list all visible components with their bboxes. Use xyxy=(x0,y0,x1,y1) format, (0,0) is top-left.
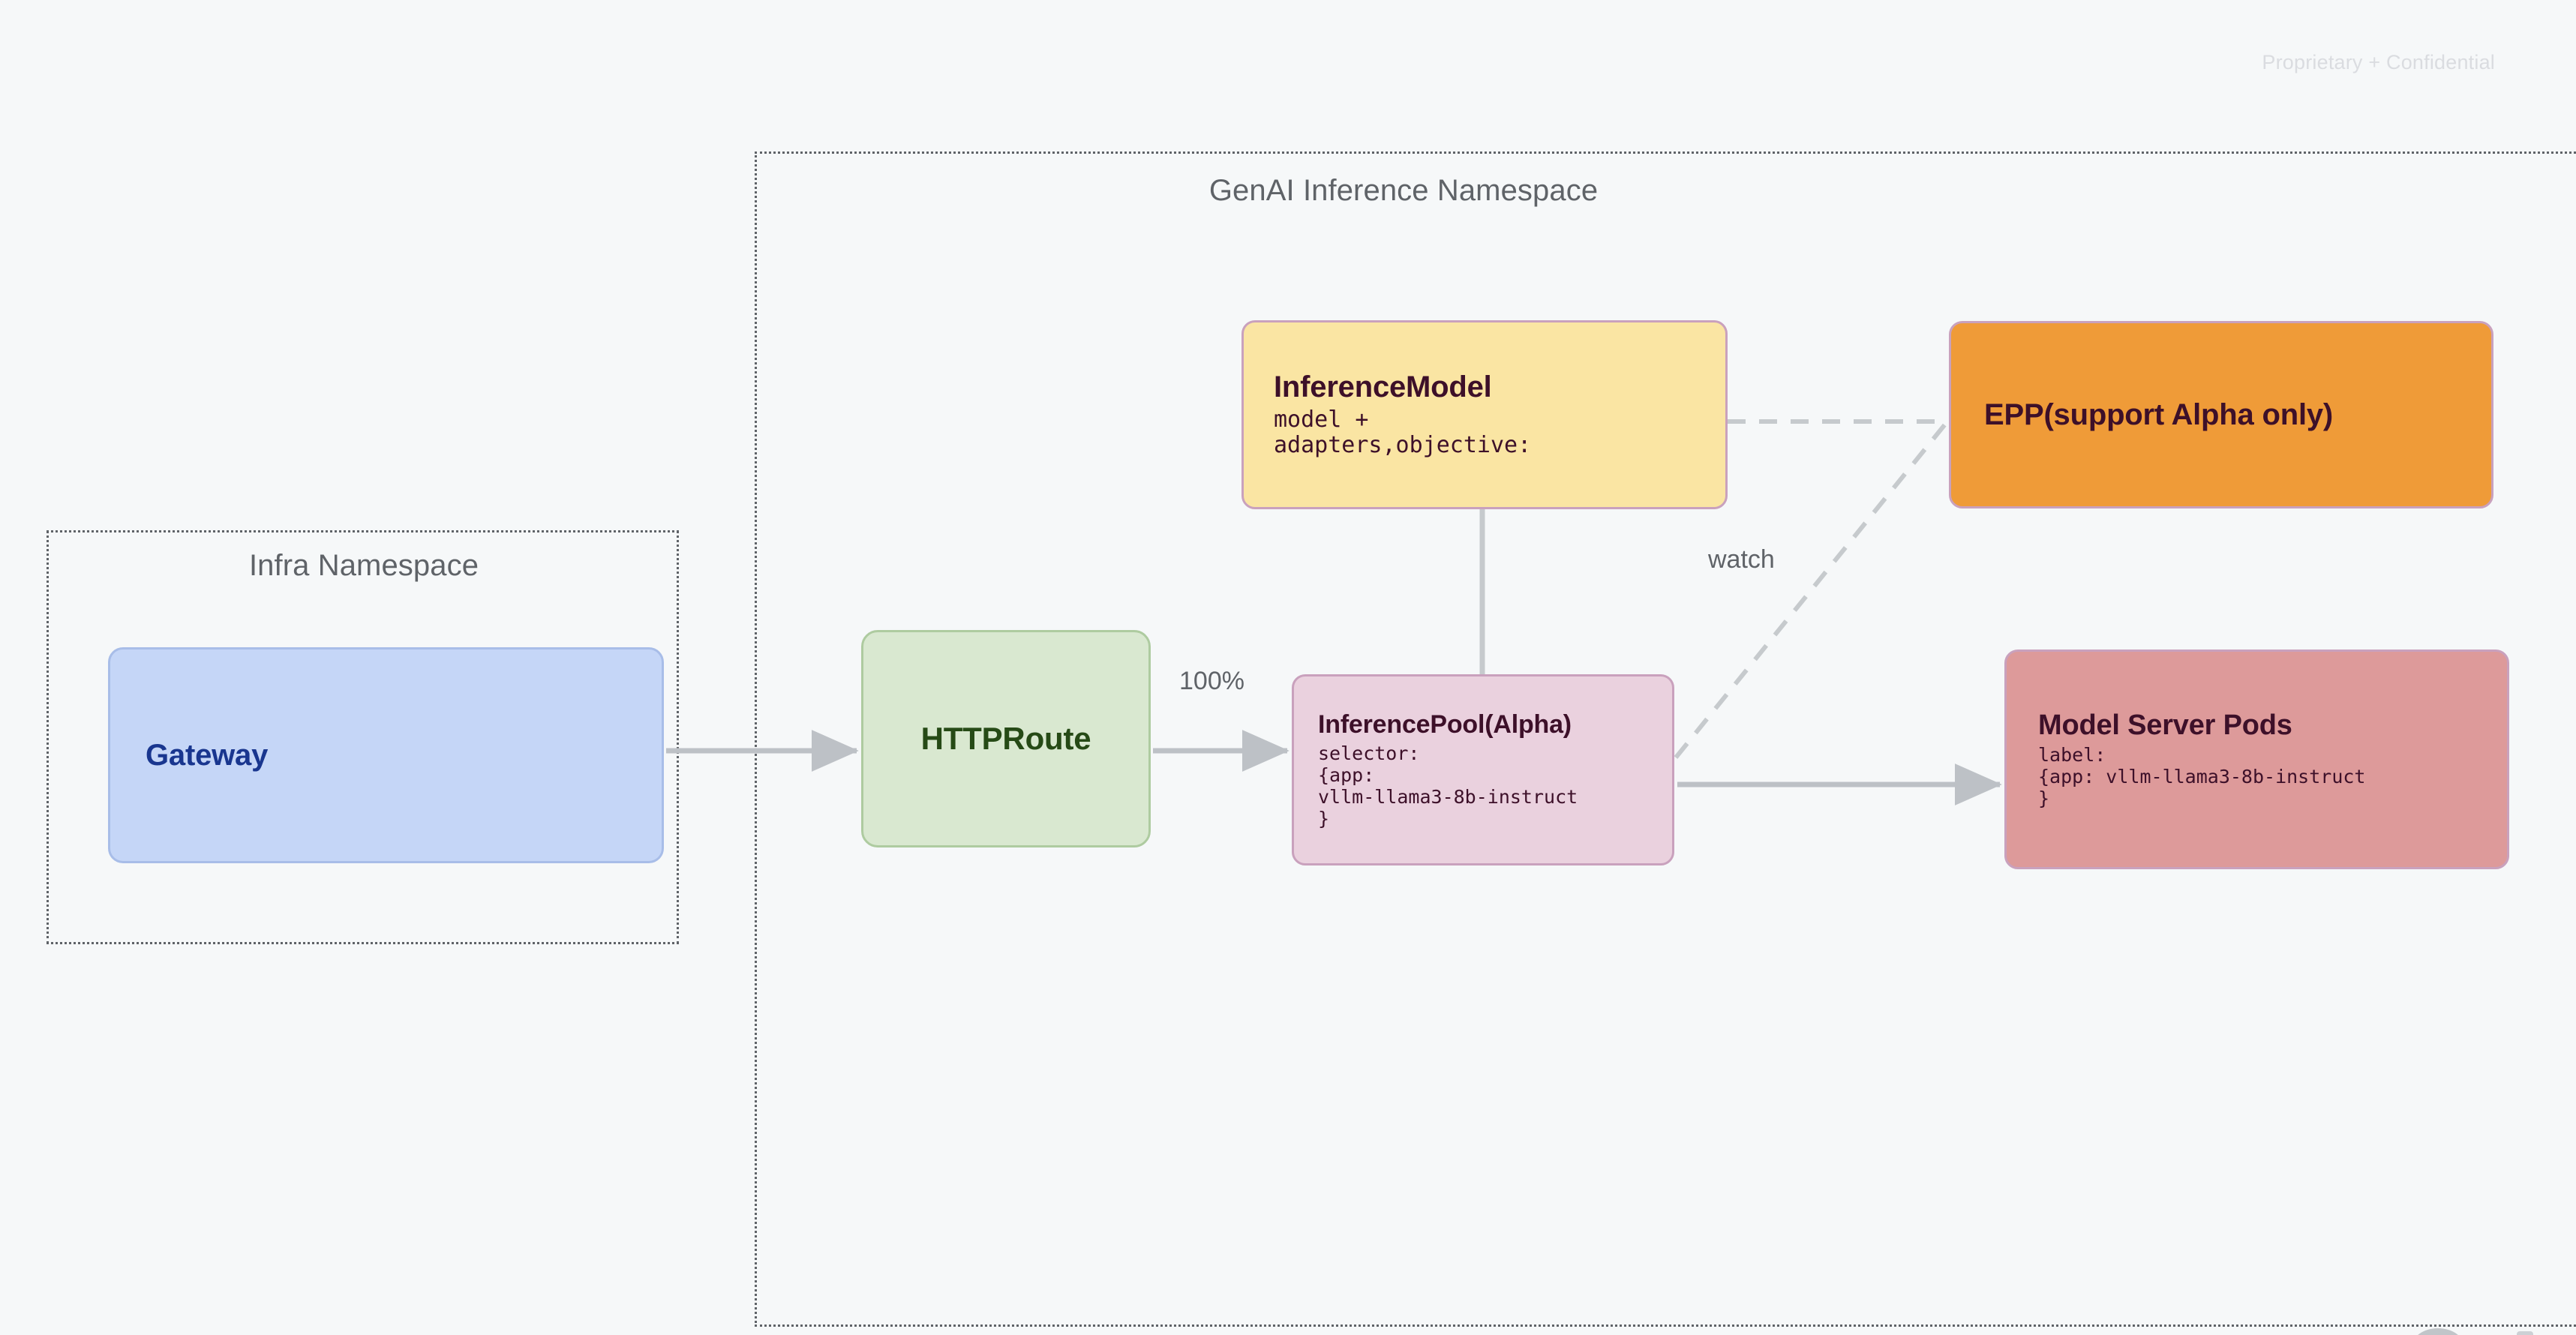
clipped-shape-right xyxy=(2517,1331,2533,1335)
node-inferencemodel[interactable]: InferenceModel model + adapters,objectiv… xyxy=(1241,320,1728,509)
genai-inference-namespace-title: GenAI Inference Namespace xyxy=(1208,174,1599,207)
edge-label-watch: watch xyxy=(1708,545,1775,574)
genai-inference-namespace-group xyxy=(755,152,2576,1327)
node-httproute-title: HTTPRoute xyxy=(920,721,1091,757)
clipped-shape-left xyxy=(2412,1328,2464,1335)
node-inferencemodel-spec: model + adapters,objective: xyxy=(1274,406,1532,459)
node-epp[interactable]: EPP(support Alpha only) xyxy=(1949,321,2493,508)
node-gateway[interactable]: Gateway xyxy=(108,647,664,863)
node-inferencepool[interactable]: InferencePool(Alpha) selector: {app: vll… xyxy=(1292,674,1674,866)
node-httproute[interactable]: HTTPRoute xyxy=(861,630,1151,848)
node-inferencepool-title: InferencePool(Alpha) xyxy=(1318,710,1572,740)
infra-namespace-title: Infra Namespace xyxy=(248,549,479,582)
infra-namespace-group xyxy=(47,530,679,944)
node-model-server-pods-title: Model Server Pods xyxy=(2038,709,2292,741)
node-epp-title: EPP(support Alpha only) xyxy=(1984,398,2334,431)
confidentiality-watermark: Proprietary + Confidential xyxy=(2262,51,2495,74)
edge-label-traffic-split: 100% xyxy=(1179,667,1244,695)
node-gateway-title: Gateway xyxy=(146,738,269,772)
node-inferencemodel-title: InferenceModel xyxy=(1274,370,1492,404)
node-model-server-pods-label: label: {app: vllm-llama3-8b-instruct } xyxy=(2038,744,2366,810)
node-inferencepool-selector: selector: {app: vllm-llama3-8b-instruct … xyxy=(1318,742,1578,830)
node-model-server-pods[interactable]: Model Server Pods label: {app: vllm-llam… xyxy=(2004,650,2509,869)
bottom-edge-clipped-graphic xyxy=(2412,1328,2576,1335)
